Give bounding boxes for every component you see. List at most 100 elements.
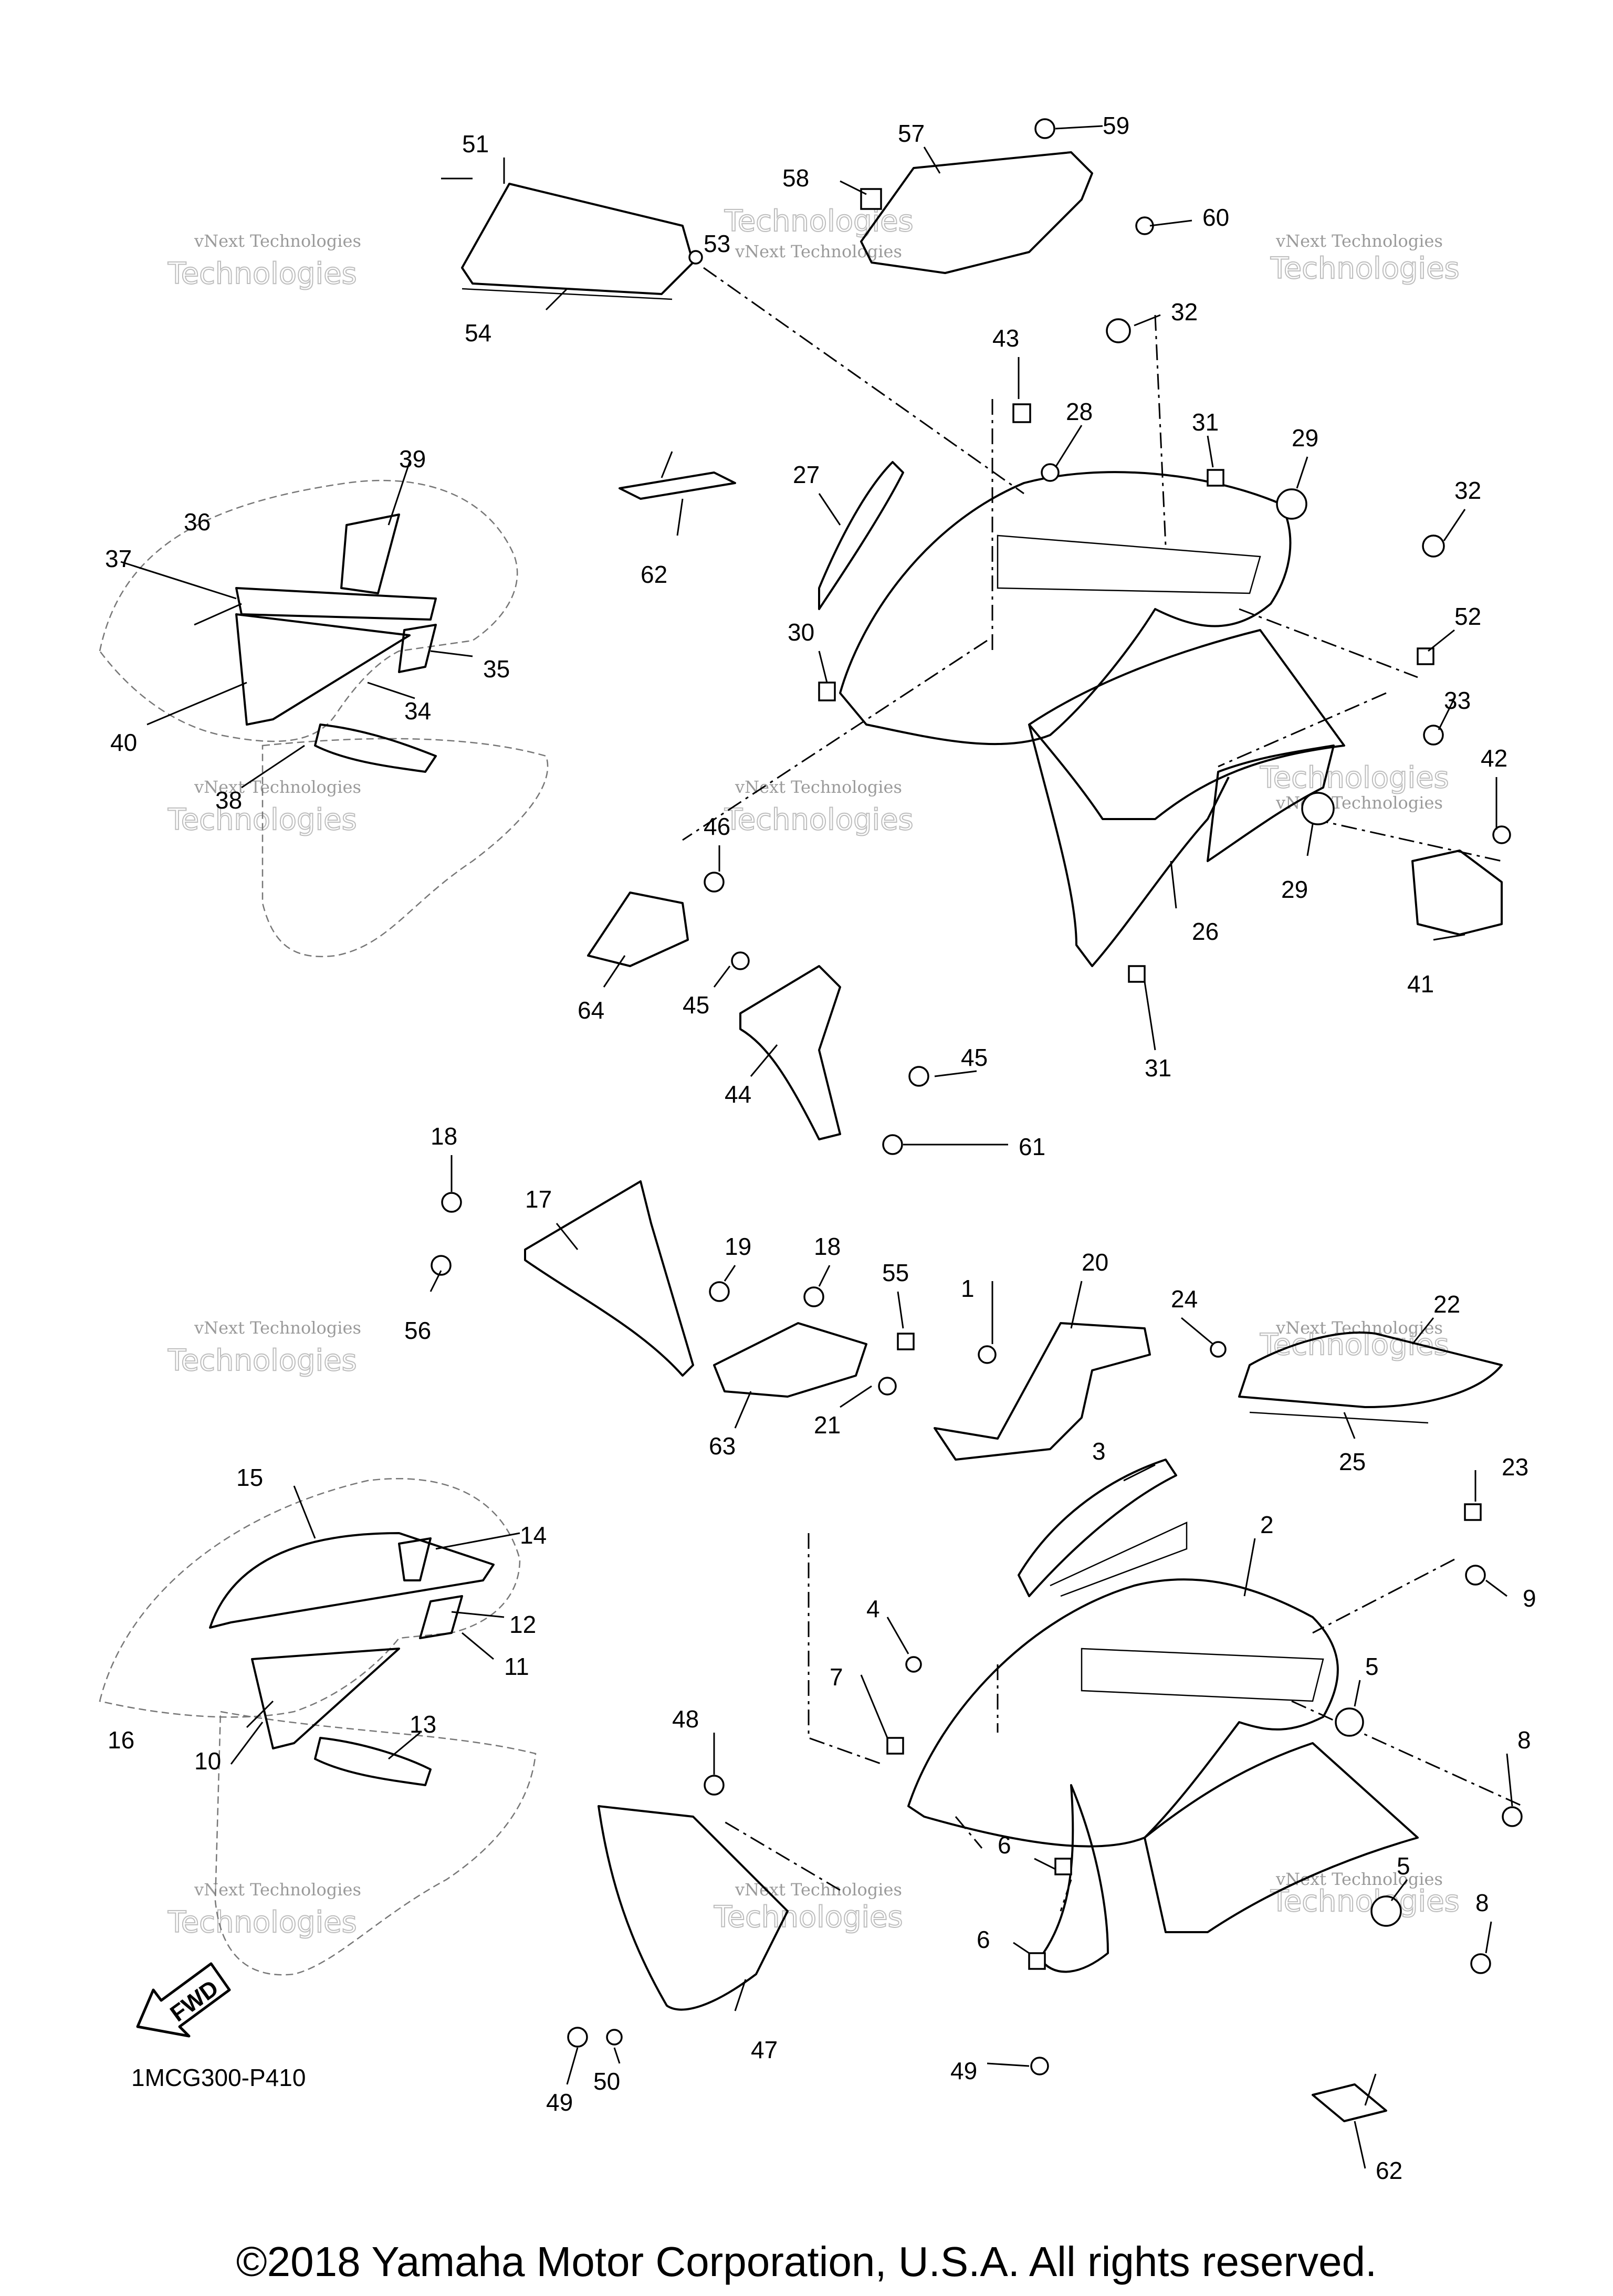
watermark: Technologies: [724, 803, 914, 837]
callout-19: 19: [725, 1233, 751, 1260]
watermark: Technologies: [167, 803, 357, 837]
callout-18: 18: [431, 1123, 457, 1150]
callout-28: 28: [1066, 398, 1093, 425]
callout-55: 55: [882, 1259, 909, 1286]
callout-36: 36: [184, 508, 211, 536]
callout-6: 6: [977, 1926, 990, 1953]
watermark: Technologies: [714, 1900, 903, 1934]
callout-51: 51: [462, 130, 489, 158]
callout-20: 20: [1082, 1249, 1108, 1276]
callout-41: 41: [1407, 970, 1434, 998]
callout-1: 1: [961, 1275, 975, 1302]
callout-37: 37: [105, 545, 132, 572]
watermark: vNext Technologies: [735, 777, 902, 797]
callout-17: 17: [525, 1186, 552, 1213]
watermark: Technologies: [724, 204, 914, 238]
upper-right-cowling: [818, 461, 1345, 967]
callout-43: 43: [992, 324, 1019, 352]
drawing-code: 1MCG300-P410: [131, 2064, 306, 2091]
middle-brackets: [524, 850, 1503, 1461]
callout-11: 11: [504, 1653, 529, 1680]
callout-57: 57: [898, 120, 925, 147]
callout-14: 14: [520, 1522, 547, 1549]
callout-48: 48: [672, 1705, 699, 1733]
callout-30: 30: [788, 618, 814, 646]
watermark: Technologies: [167, 257, 357, 291]
callout-29: 29: [1281, 876, 1308, 903]
lower-left-fairing-outline: [99, 1478, 537, 1976]
callout-53: 53: [704, 230, 730, 257]
callout-9: 9: [1523, 1585, 1536, 1612]
callout-54: 54: [465, 319, 491, 347]
callout-40: 40: [110, 729, 137, 756]
callout-45: 45: [683, 991, 709, 1019]
callout-62: 62: [641, 561, 667, 588]
callout-39: 39: [399, 445, 426, 473]
watermarks: vNext Technologies Technologies vNext Te…: [167, 204, 1460, 1940]
hardware: [431, 118, 1523, 2075]
watermark: vNext Technologies: [735, 242, 902, 261]
callout-15: 15: [236, 1464, 263, 1491]
watermark: vNext Technologies: [1275, 793, 1443, 813]
watermark: vNext Technologies: [735, 1880, 902, 1900]
callout-34: 34: [404, 697, 431, 725]
callout-61: 61: [1019, 1133, 1045, 1160]
watermark: vNext Technologies: [1275, 1318, 1443, 1338]
callout-32: 32: [1454, 477, 1481, 504]
watermark: vNext Technologies: [194, 1318, 361, 1338]
leader-lines: [120, 125, 1513, 2169]
callout-64: 64: [578, 997, 604, 1024]
callout-45: 45: [961, 1044, 988, 1071]
callout-5: 5: [1365, 1653, 1379, 1680]
callout-5: 5: [1397, 1852, 1410, 1880]
callout-58: 58: [782, 164, 809, 192]
callout-38: 38: [215, 787, 242, 814]
callout-47: 47: [751, 2036, 778, 2063]
watermark: Technologies: [167, 1905, 357, 1939]
callout-23: 23: [1502, 1453, 1528, 1481]
callout-4: 4: [866, 1595, 880, 1622]
watermark: Technologies: [1270, 251, 1460, 286]
callout-44: 44: [725, 1081, 751, 1108]
callout-8: 8: [1475, 1889, 1489, 1916]
callout-22: 22: [1433, 1291, 1460, 1318]
callout-16: 16: [108, 1726, 134, 1754]
callout-29: 29: [1292, 424, 1318, 452]
lower-right-cowling: [598, 471, 1419, 2122]
callout-52: 52: [1454, 603, 1481, 630]
callout-31: 31: [1145, 1054, 1171, 1082]
callout-8: 8: [1517, 1726, 1531, 1754]
watermark: Technologies: [1270, 1884, 1460, 1918]
callout-46: 46: [704, 813, 730, 840]
callout-12: 12: [509, 1611, 536, 1638]
callout-26: 26: [1192, 918, 1219, 945]
callout-59: 59: [1103, 112, 1129, 139]
callout-35: 35: [483, 655, 510, 683]
watermark: vNext Technologies: [194, 777, 361, 797]
callout-labels: 1 2 3 4 5 5 6 6 7 8 8 9 10 11 12 13 14 1…: [105, 112, 1536, 2184]
callout-13: 13: [410, 1711, 436, 1738]
callout-3: 3: [1092, 1438, 1106, 1465]
callout-50: 50: [593, 2068, 620, 2095]
callout-31: 31: [1192, 408, 1219, 436]
callout-25: 25: [1339, 1448, 1366, 1475]
watermark: Technologies: [167, 1344, 357, 1378]
callout-24: 24: [1171, 1285, 1198, 1313]
callout-32: 32: [1171, 298, 1198, 326]
callout-2: 2: [1260, 1511, 1274, 1538]
watermark: Technologies: [1260, 761, 1449, 795]
callout-63: 63: [709, 1432, 736, 1460]
callout-6: 6: [998, 1831, 1011, 1859]
callout-49: 49: [950, 2057, 977, 2084]
watermark: vNext Technologies: [1275, 231, 1443, 251]
fwd-arrow-icon: FWD: [136, 1962, 231, 2038]
callout-62: 62: [1376, 2157, 1402, 2184]
callout-49: 49: [546, 2089, 573, 2116]
callout-27: 27: [793, 461, 820, 488]
watermark: vNext Technologies: [194, 1880, 361, 1900]
callout-60: 60: [1202, 204, 1229, 231]
callout-7: 7: [830, 1663, 843, 1691]
callout-18: 18: [814, 1233, 841, 1260]
callout-21: 21: [814, 1411, 841, 1439]
